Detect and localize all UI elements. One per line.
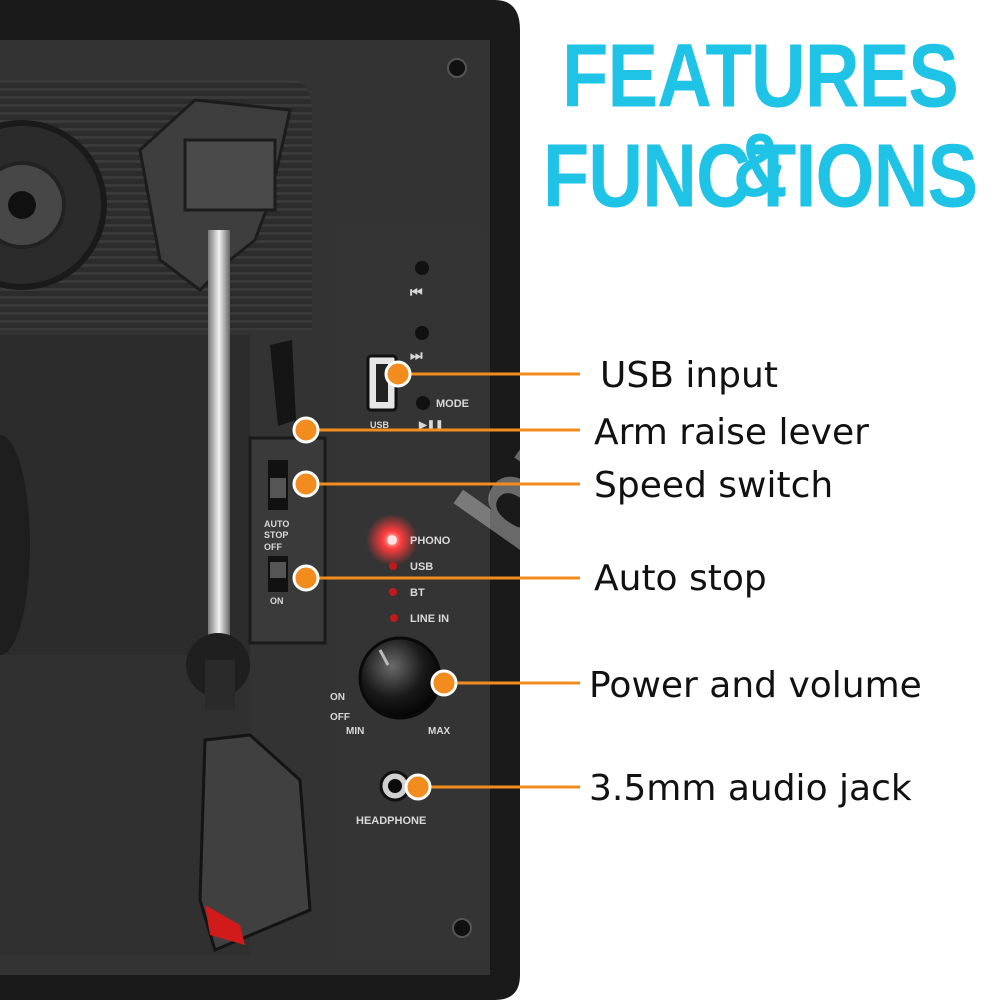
- headphone-label: HEADPHONE: [356, 815, 426, 827]
- prev-button[interactable]: [415, 261, 429, 275]
- knob-min-label: MIN: [346, 726, 364, 737]
- button-panel: [335, 230, 485, 960]
- stylus-guard: [205, 905, 245, 945]
- callout-lines: [292, 360, 580, 801]
- prev-icon: ⏮: [410, 284, 423, 300]
- knob-on-label: ON: [330, 692, 345, 703]
- on-label: ON: [270, 596, 284, 606]
- callout-label-speed-switch: Speed switch: [594, 465, 834, 506]
- bt-led: [389, 588, 397, 596]
- volume-knob[interactable]: [358, 636, 442, 720]
- line-in-led-label: LINE IN: [410, 613, 449, 625]
- phono-led-label: PHONO: [410, 535, 451, 547]
- callout-dot-speed: [292, 470, 320, 498]
- callout-label-power-and-volume: Power and volume: [589, 665, 922, 706]
- callout-dot-jack: [404, 773, 432, 801]
- line-in-led: [390, 614, 398, 622]
- usb-led-label: USB: [410, 561, 433, 573]
- heading-line-2: FUNCTIONS: [542, 126, 978, 227]
- knob-off-label: OFF: [330, 712, 350, 723]
- tonearm-counterweight: [183, 138, 277, 212]
- callout-label-usb-input: USB input: [600, 355, 778, 396]
- volume-knob-indicator: [378, 649, 390, 666]
- next-button[interactable]: [415, 326, 429, 340]
- play-pause-icon: ▶❚❚: [418, 420, 443, 431]
- callout-dot-auto: [292, 564, 320, 592]
- callout-dot-usb: [384, 360, 412, 388]
- callout-label-arm-raise-lever: Arm raise lever: [594, 412, 869, 453]
- usb-led: [389, 562, 397, 570]
- arm-rest-clip: [205, 660, 235, 710]
- knob-max-label: MAX: [428, 726, 451, 737]
- deck-cutout: [0, 435, 30, 655]
- speed-switch-knob[interactable]: [270, 478, 286, 498]
- cartridge: [198, 733, 312, 953]
- mode-button[interactable]: [416, 396, 430, 410]
- mode-label: MODE: [436, 398, 469, 410]
- usb-port-label: USB: [370, 420, 390, 430]
- bt-led-label: BT: [410, 587, 425, 599]
- auto-label: AUTO: [264, 519, 289, 529]
- screw-top: [447, 58, 467, 78]
- callout-label-audio-jack: 3.5mm audio jack: [589, 768, 912, 809]
- callout-label-auto-stop: Auto stop: [594, 558, 767, 599]
- headphone-jack-hole: [388, 779, 402, 793]
- off-label: OFF: [264, 542, 282, 552]
- arm-raise-lever[interactable]: [270, 340, 296, 426]
- callout-dot-power: [430, 669, 458, 697]
- phono-led: [387, 535, 397, 545]
- spindle-center: [8, 191, 36, 219]
- auto-stop-knob[interactable]: [270, 562, 286, 578]
- next-icon: ⏭: [410, 347, 423, 363]
- stop-label: STOP: [264, 530, 288, 540]
- screw-bottom: [452, 918, 472, 938]
- callout-dot-arm: [292, 416, 320, 444]
- tonearm-rod: [208, 230, 230, 710]
- heading-line-1: FEATURES &: [562, 26, 959, 217]
